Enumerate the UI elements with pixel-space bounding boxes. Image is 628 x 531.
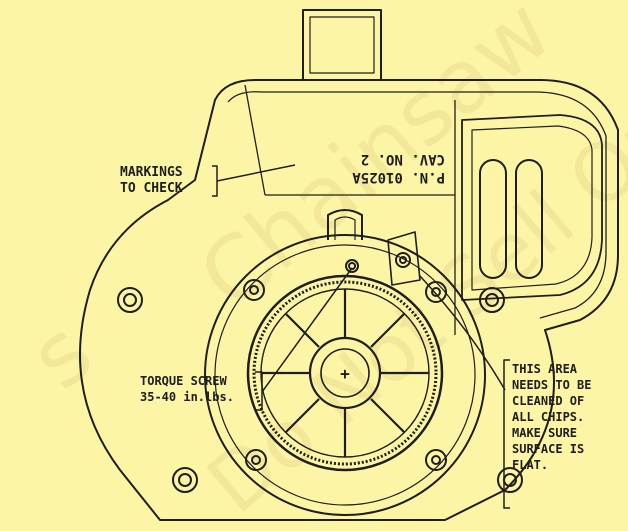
part-marking-line-2: CAV. NO. 2 <box>360 151 445 167</box>
hub <box>308 336 382 410</box>
callout-markings-line-1: MARKINGS <box>120 165 183 180</box>
slot-left <box>479 159 507 279</box>
part-marking: P.N. 01025A CAV. NO. 2 <box>305 150 445 186</box>
callout-clean-line-6: SURFACE IS <box>512 442 585 456</box>
boss-left <box>117 287 143 313</box>
callout-clean-line-7: FLAT. <box>512 458 549 472</box>
housing-outline <box>79 79 619 521</box>
boss-bottom-right <box>497 467 523 493</box>
callout-torque: TORQUE SCREW 35-40 in.lbs. <box>140 373 234 405</box>
callout-clean-line-3: CLEANED OF <box>512 394 585 408</box>
inlet-tab <box>327 209 363 240</box>
callout-torque-line-1: TORQUE SCREW <box>140 374 227 388</box>
callout-clean-area: THIS AREA NEEDS TO BE CLEANED OF ALL CHI… <box>512 361 591 473</box>
markings-leader <box>216 164 296 182</box>
center-mark: + <box>340 364 350 383</box>
top-boss <box>302 9 382 81</box>
callout-clean-line-5: MAKE SURE <box>512 426 578 440</box>
part-marking-line-1: P.N. 01025A <box>352 169 445 185</box>
rotor-outer <box>246 274 444 472</box>
callout-clean-line-2: NEEDS TO BE <box>512 378 592 392</box>
callout-markings-line-2: TO CHECK <box>120 181 183 196</box>
boss-right <box>479 287 505 313</box>
torque-leader <box>261 267 353 393</box>
locator-hole <box>395 252 411 268</box>
clean-leader <box>419 275 506 391</box>
side-pocket <box>461 114 603 301</box>
boss-bottom-left <box>172 467 198 493</box>
flange-outer <box>204 234 486 516</box>
slot-right <box>515 159 543 279</box>
callout-clean-line-1: THIS AREA <box>512 362 578 376</box>
callout-torque-line-2: 35-40 in.lbs. <box>140 390 234 404</box>
callout-markings: MARKINGS TO CHECK <box>120 165 183 197</box>
callout-clean-line-4: ALL CHIPS. <box>512 410 585 424</box>
